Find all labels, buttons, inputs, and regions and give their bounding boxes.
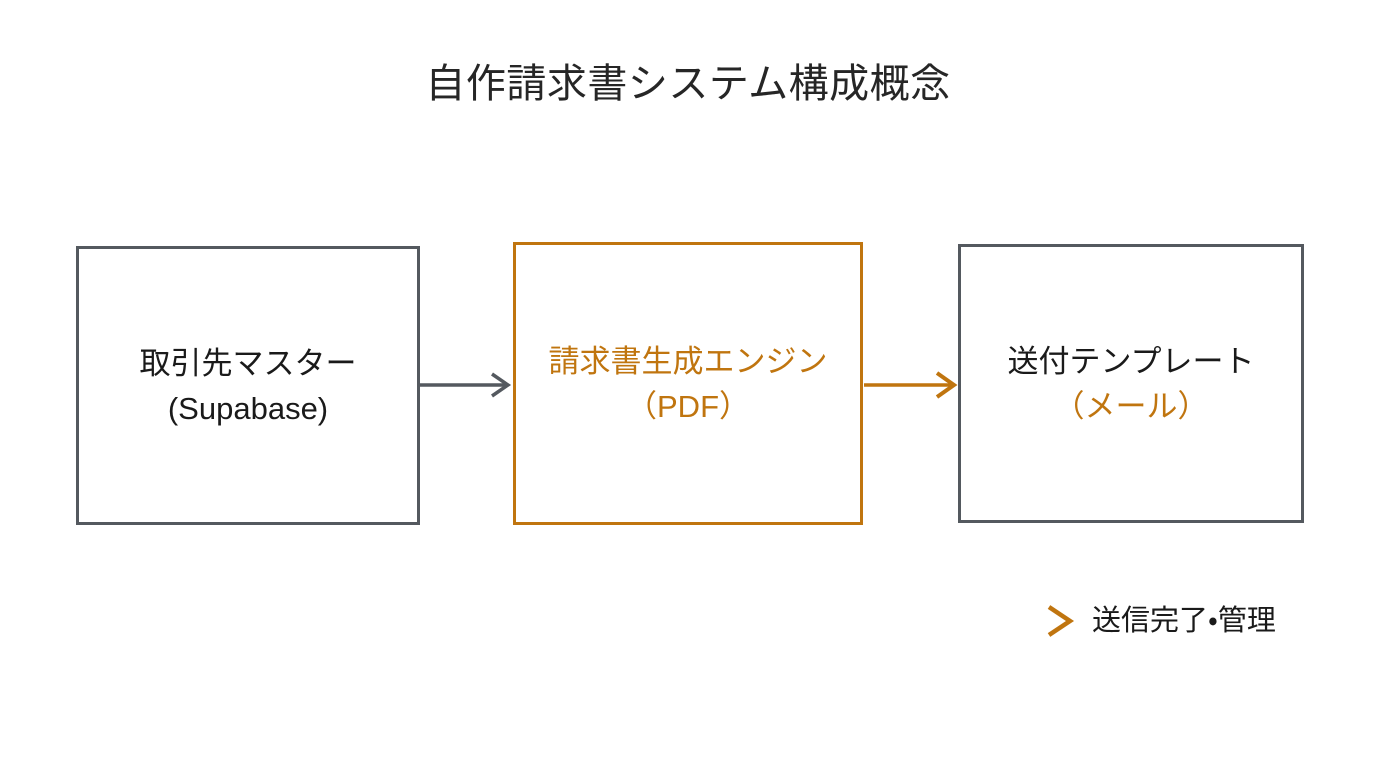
node-customer-master-label-secondary: (Supabase) bbox=[167, 390, 329, 426]
node-customer-master[interactable]: 取引先マスター (Supabase) bbox=[76, 246, 420, 525]
arrow-master-to-engine bbox=[420, 372, 512, 398]
node-invoice-engine-label-primary: 請求書生成エンジン bbox=[548, 343, 828, 379]
node-customer-master-label-primary: 取引先マスター bbox=[139, 345, 357, 381]
bottom-flow-label: 送信完了・管理 bbox=[1092, 605, 1276, 637]
node-send-template[interactable]: 送付テンプレート （メール） bbox=[958, 244, 1304, 523]
arrow-engine-to-template bbox=[864, 371, 958, 399]
node-send-template-label-secondary: （メール） bbox=[1053, 388, 1209, 424]
node-invoice-engine-label-secondary: （PDF） bbox=[626, 388, 750, 424]
node-send-template-label-primary: 送付テンプレート bbox=[1007, 343, 1255, 379]
page-title: 自作請求書システム構成概念 bbox=[425, 62, 951, 106]
arrow-bottom-flow bbox=[62, 605, 1075, 637]
node-invoice-engine[interactable]: 請求書生成エンジン （PDF） bbox=[513, 242, 863, 525]
